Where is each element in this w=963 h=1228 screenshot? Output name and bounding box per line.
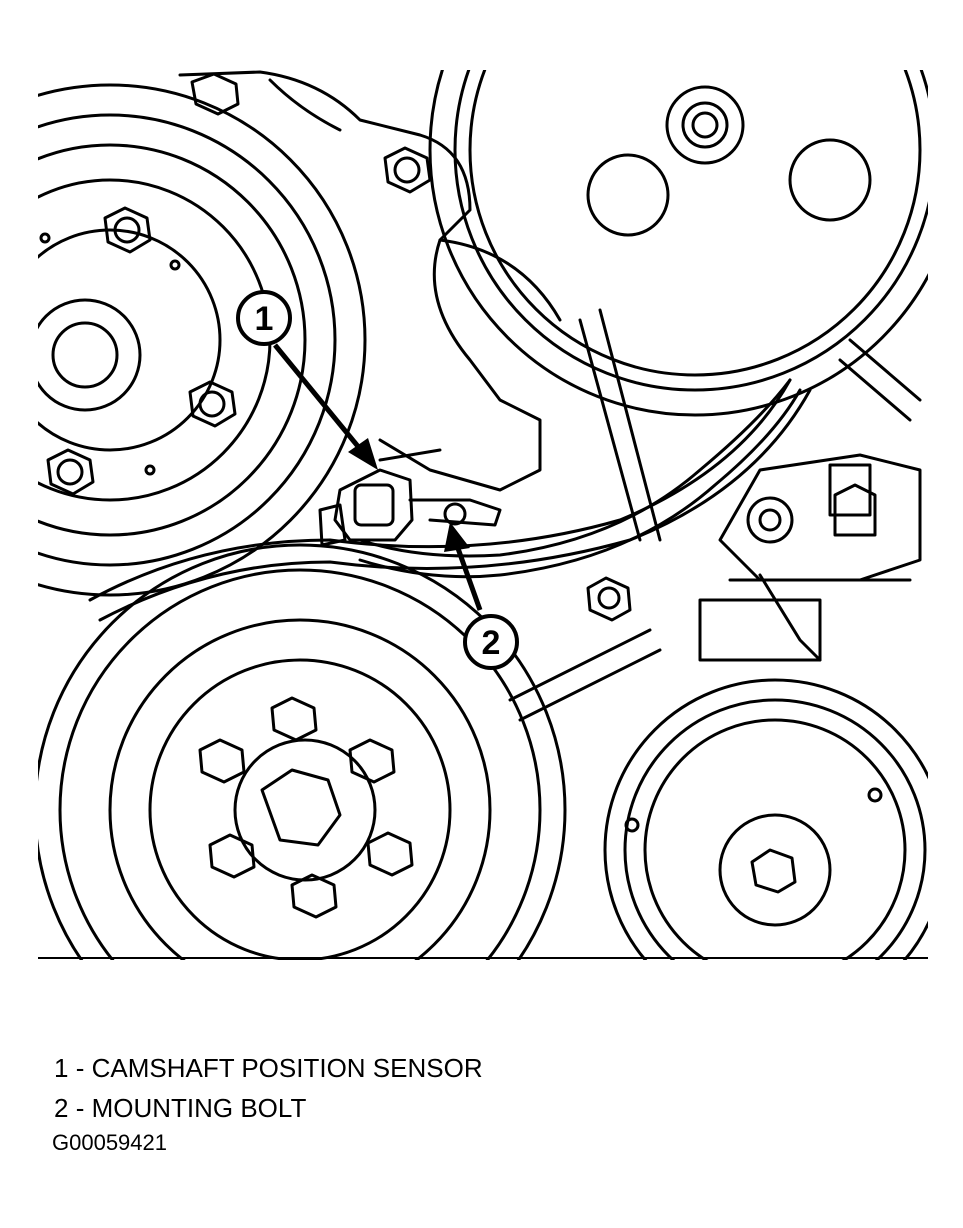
- wiring-harness: [358, 338, 922, 579]
- callout-2-leader: [444, 522, 483, 611]
- timing-cover-housing: [178, 70, 562, 492]
- engine-front-illustration: 1 2: [38, 70, 928, 960]
- callout-1-leader: [273, 343, 378, 470]
- upper-left-pulley: [38, 83, 367, 597]
- legend-item-2: 2 - MOUNTING BOLT: [54, 1088, 483, 1128]
- legend-item-1-label: CAMSHAFT POSITION SENSOR: [91, 1053, 483, 1083]
- legend-item-2-label: MOUNTING BOLT: [91, 1093, 307, 1123]
- upper-right-pulley: [428, 70, 928, 417]
- legend-separator: -: [68, 1053, 92, 1083]
- figure-id: G00059421: [52, 1130, 167, 1155]
- lower-right-pulley: [603, 678, 928, 960]
- legend-separator: -: [68, 1093, 92, 1123]
- callout-1-number: 1: [255, 300, 274, 338]
- upper-left-pulley-bolts: [46, 72, 432, 496]
- drive-belt: [88, 308, 812, 722]
- callout-legend: 1 - CAMSHAFT POSITION SENSOR 2 - MOUNTIN…: [54, 1048, 483, 1128]
- camshaft-position-sensor: [318, 448, 502, 547]
- crankshaft-pulley: [38, 543, 567, 960]
- callout-2-marker: 2: [463, 614, 519, 670]
- legend-item-1: 1 - CAMSHAFT POSITION SENSOR: [54, 1048, 483, 1088]
- accessory-bracket: [586, 453, 922, 662]
- legend-item-2-number: 2: [54, 1093, 69, 1123]
- legend-item-1-number: 1: [54, 1053, 69, 1083]
- callout-1-marker: 1: [236, 290, 292, 346]
- callout-2-number: 2: [482, 624, 501, 662]
